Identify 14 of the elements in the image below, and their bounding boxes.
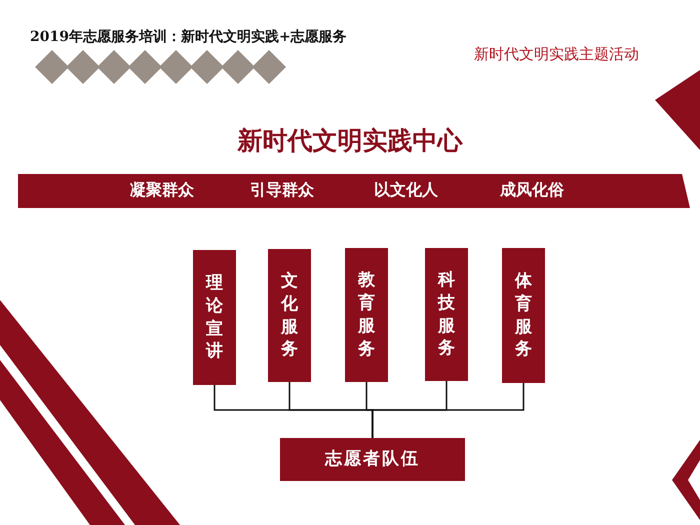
banner-text: 引导群众 [250,180,314,201]
service-box: 理论宣讲 [193,250,236,385]
service-box: 科技服务 [425,248,468,381]
banner-text: 凝聚群众 [130,180,194,201]
connector-line [372,383,524,438]
service-box: 体育服务 [502,248,545,383]
header-text: 2019年志愿服务培训：新时代文明实践+志愿服务 [30,28,347,46]
team-box: 志愿者队伍 [280,438,465,481]
service-box: 文化服务 [268,249,311,382]
banner-text: 成风化俗 [500,180,564,201]
service-box: 教育服务 [345,248,388,382]
banner-text: 以文化人 [374,180,438,201]
title: 新时代文明实践中心 [236,125,464,157]
subtitle: 新时代文明实践主题活动 [474,45,639,64]
